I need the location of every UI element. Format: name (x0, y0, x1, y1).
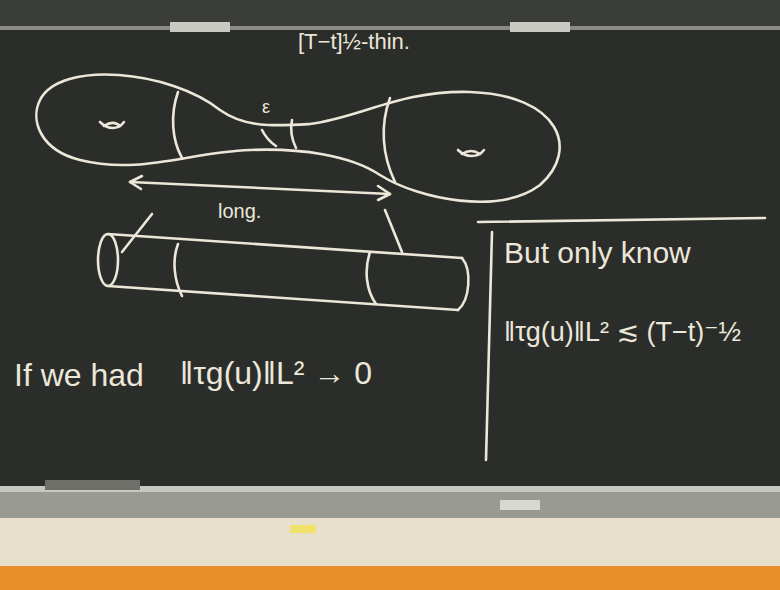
norm-bound: ‖τg(u)‖L² ≲ (T−t)⁻½ (504, 318, 741, 348)
hypothesis-text: If we had (14, 358, 144, 393)
remark-text: But only know (504, 236, 691, 269)
length-label: long. (218, 200, 261, 222)
neck-symbol: ε (262, 98, 270, 118)
norm-estimate: ‖τg(u)‖L² → 0 (180, 356, 372, 391)
thin-annotation: [T−t]½-thin. (298, 30, 410, 54)
